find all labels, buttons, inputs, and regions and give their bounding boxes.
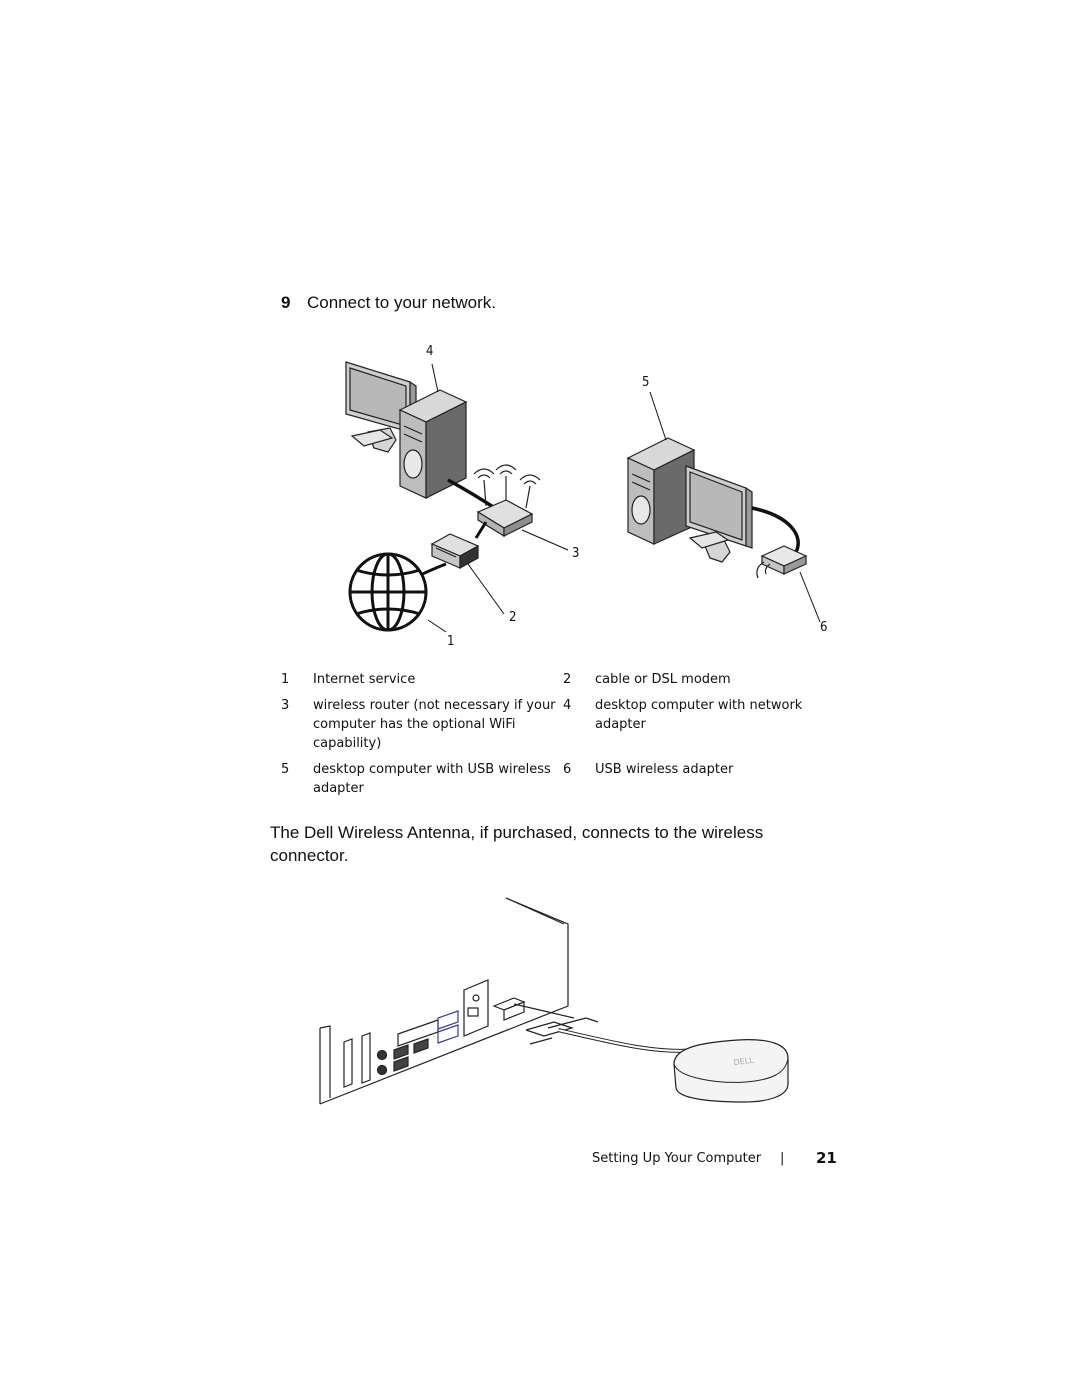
callout-3: 3 [572,546,580,561]
legend-description: USB wireless adapter [595,762,734,777]
usb-wireless-adapter-icon [756,545,808,579]
antenna-paragraph: The Dell Wireless Antenna, if purchased,… [270,823,764,865]
network-setup-figure: 4 5 3 2 1 6 [300,330,840,665]
wireless-antenna-icon: DELL [673,1039,789,1103]
step-text: Connect to your network. [307,293,496,312]
callout-5: 5 [642,375,650,390]
legend-description: Internet service [313,672,416,687]
antenna-connection-figure: DELL [318,894,798,1119]
callout-4: 4 [426,344,434,359]
legend-description: desktop computer with network adapter [595,698,803,732]
page-number: 21 [816,1149,837,1167]
step-heading: 9 Connect to your network. [281,293,496,313]
legend-row: 3 wireless router (not necessary if your… [281,696,841,753]
step-number: 9 [281,293,291,312]
legend-row: 5 desktop computer with USB wireless ada… [281,760,841,798]
legend-number: 2 [563,672,572,687]
legend-number: 5 [281,762,290,777]
legend-description: desktop computer with USB wireless adapt… [313,762,551,796]
desktop-computer-usb-adapter-icon [626,437,753,563]
legend-description: wireless router (not necessary if your c… [313,698,556,751]
legend-number: 6 [563,762,572,777]
internet-globe-icon [348,552,428,632]
antenna-illustration: DELL [319,897,789,1105]
network-illustration [345,361,821,633]
legend-number: 1 [281,672,290,687]
antenna-logo: DELL [733,1056,755,1068]
legend-row: 1 Internet service 2 cable or DSL modem [281,670,841,689]
desktop-computer-network-adapter-icon [345,361,468,499]
legend-number: 4 [563,698,572,713]
callout-legend-table: 1 Internet service 2 cable or DSL modem … [281,670,841,805]
callout-1: 1 [447,634,455,649]
callout-2: 2 [509,610,517,625]
cable-dsl-modem-icon [430,533,480,570]
footer-separator: | [780,1151,785,1166]
footer-section-title: Setting Up Your Computer [592,1151,762,1166]
callout-6: 6 [820,620,828,635]
legend-description: cable or DSL modem [595,672,731,687]
wireless-router-icon [473,464,541,538]
legend-number: 3 [281,698,290,713]
